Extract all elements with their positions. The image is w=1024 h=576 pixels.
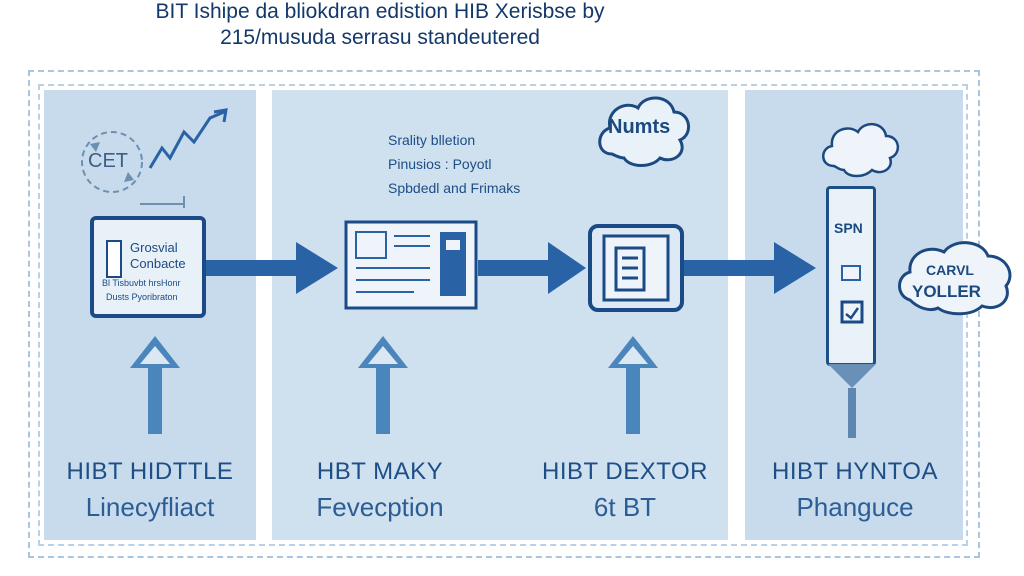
right-arrow-icon — [478, 242, 586, 294]
outer-frame — [28, 70, 980, 558]
right-arrow-icon — [684, 242, 816, 294]
right-arrow-icon — [206, 242, 338, 294]
stage3-title: HIBT DEXTOR — [542, 458, 708, 485]
stage2-title: HBT MAKY — [316, 458, 444, 485]
cet-label: CET — [88, 150, 128, 172]
inner-frame — [38, 84, 968, 546]
stage4-title: HIBT HYNTOA — [772, 458, 938, 485]
note-line-2: Pinusios : Poyotl — [388, 156, 492, 172]
note-line-3: Spbdedl and Frimaks — [388, 180, 521, 196]
box-line-2: Conbacte — [130, 256, 186, 271]
stage1-title: HIBT HIDTTLE — [66, 458, 234, 485]
refresh-arrows-icon — [81, 131, 143, 193]
box-line-3: Bl Tisbuvbt hrsHonr — [102, 278, 181, 288]
screen-document-icon — [344, 220, 478, 310]
up-arrow-icon — [358, 336, 408, 434]
stage4-subtitle: Phangucе — [796, 492, 914, 522]
note-line-1: Srality blletion — [388, 132, 476, 148]
stage2-subtitle: Fevecption — [316, 492, 444, 522]
device-indicators — [840, 265, 864, 324]
stage1-subtitle: Linecyfliact — [85, 492, 215, 522]
stage3-subtitle: 6t BT — [593, 492, 657, 522]
cloud-icon — [598, 96, 690, 167]
document-icon — [106, 240, 122, 278]
cloud-label-line2: YOLLER — [912, 282, 981, 301]
cloud-icon-large — [898, 241, 1012, 316]
box-line-4: Dusts Pyoribraton — [106, 292, 178, 302]
connector-line — [140, 196, 185, 208]
document-box — [90, 216, 206, 318]
trend-line-icon — [148, 108, 228, 169]
diagram-title-line1: BIT Ishipe da bliokdran edistion HIB Xer… — [155, 0, 605, 23]
server-icon — [588, 224, 684, 312]
cloud-label-line1: CARVL — [926, 262, 974, 278]
cloud-label-numts: Numts — [608, 116, 671, 138]
up-arrow-icon — [608, 336, 658, 434]
box-line-1: Grosvial — [130, 240, 178, 255]
device-stem — [828, 364, 876, 438]
cloud-icon-small — [822, 123, 899, 178]
up-arrow-icon — [130, 336, 180, 434]
spn-label: SPN — [834, 220, 863, 236]
diagram-title-line2: 215/musuda serrasu standeutered — [220, 26, 540, 49]
